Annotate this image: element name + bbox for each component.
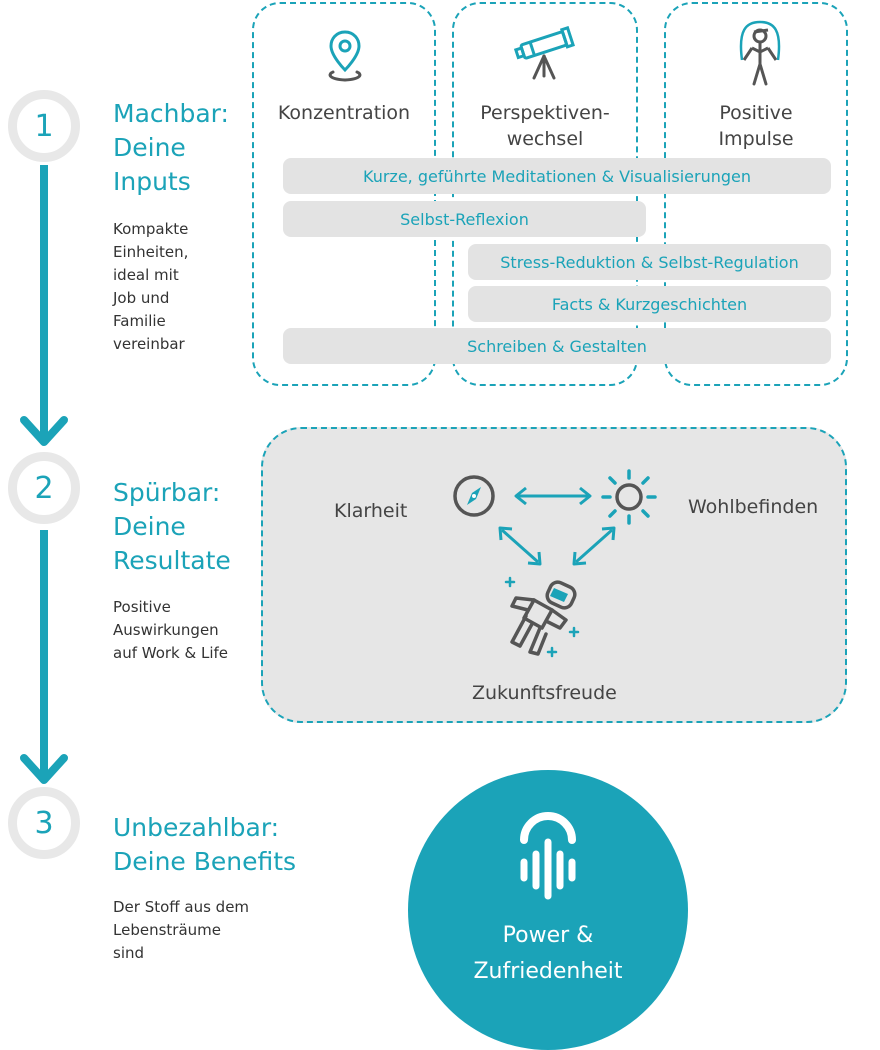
double-arrow-left-diagonal-icon (498, 526, 542, 566)
sun-icon (601, 469, 657, 525)
result-label-wellbeing: Wohlbefinden (688, 496, 819, 518)
step-1-circle: 1 (8, 90, 80, 162)
step-2-circle: 2 (8, 452, 80, 524)
bar-meditations: Kurze, geführte Meditationen & Visualisi… (283, 158, 831, 194)
step-1-description: Kompakte Einheiten, ideal mit Job und Fa… (113, 220, 189, 353)
result-label-clarity: Klarheit (334, 500, 408, 522)
benefit-label: Power & Zufriedenheit (473, 923, 623, 984)
power-icon (520, 812, 576, 900)
step-3-title: Unbezahlbar: Deine Benefits (113, 813, 297, 876)
double-arrow-right-diagonal-icon (572, 526, 616, 566)
astronaut-icon (504, 576, 580, 658)
inputs-column-perspective (452, 2, 638, 386)
step-2-description: Positive Auswirkungen auf Work & Life (113, 598, 228, 662)
location-pin-icon (328, 30, 362, 82)
step-3-circle: 3 (8, 787, 80, 859)
inputs-column-concentration (252, 2, 436, 386)
bar-self-reflection: Selbst-Reflexion (283, 201, 646, 237)
column-label-perspective: Perspektiven- wechsel (480, 102, 610, 150)
telescope-icon (513, 26, 575, 80)
result-label-future-joy: Zukunftsfreude (472, 682, 617, 704)
compass-icon (453, 475, 495, 517)
inputs-column-impulses (664, 2, 848, 386)
step-3-number: 3 (34, 805, 54, 841)
timeline-connector (20, 165, 68, 784)
results-panel (261, 427, 847, 723)
double-arrow-horizontal-icon (514, 486, 592, 506)
bar-writing: Schreiben & Gestalten (283, 328, 831, 364)
step-1-number: 1 (34, 108, 54, 144)
jump-rope-icon (739, 20, 781, 86)
bar-stress-reduction: Stress-Reduktion & Selbst-Regulation (468, 244, 831, 280)
column-label-concentration: Konzentration (277, 102, 411, 124)
column-label-impulses: Positive Impulse (718, 102, 794, 150)
step-3-description: Der Stoff aus dem Lebensträume sind (113, 898, 250, 962)
step-2-number: 2 (34, 470, 54, 506)
step-1-title: Machbar: Deine Inputs (113, 99, 229, 196)
bar-facts: Facts & Kurzgeschichten (468, 286, 831, 322)
step-2-title: Spürbar: Deine Resultate (113, 478, 231, 575)
